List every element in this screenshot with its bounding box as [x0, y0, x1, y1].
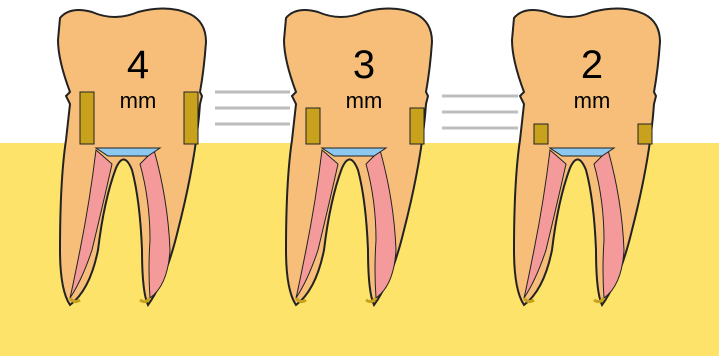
tooth-2-unit: mm	[346, 88, 383, 113]
connector-lines-2	[442, 96, 518, 128]
tooth-1-value: 4	[127, 43, 149, 87]
tooth-3-value: 2	[581, 43, 603, 87]
connector-lines-1	[215, 92, 290, 124]
tooth-1-unit: mm	[120, 88, 157, 113]
tooth-3-unit: mm	[574, 88, 611, 113]
tooth-2-value: 3	[353, 43, 375, 87]
